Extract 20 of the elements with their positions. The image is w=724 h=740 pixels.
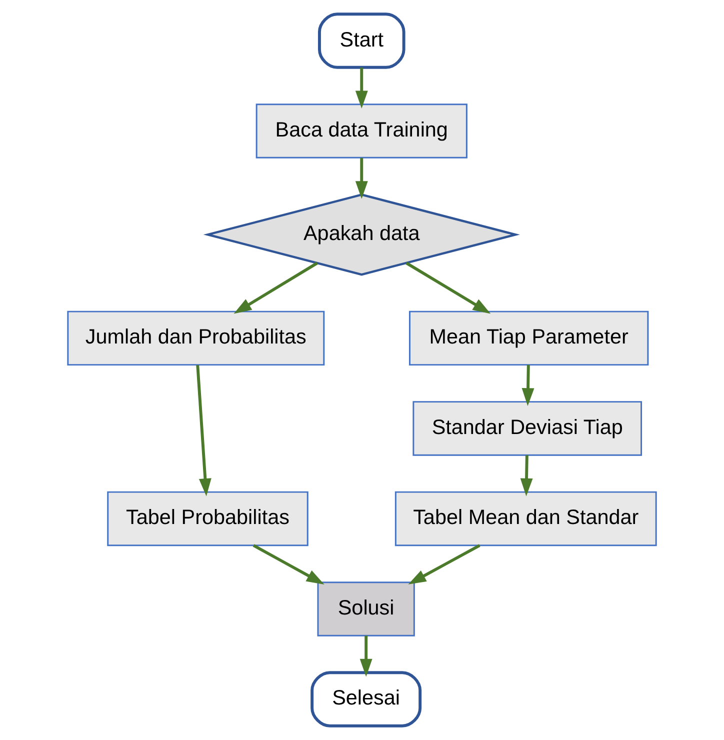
arrow xyxy=(360,636,372,677)
node-box: Tabel Mean dan Standar xyxy=(394,491,657,546)
arrow xyxy=(408,544,480,584)
node-box: Standar Deviasi Tiap xyxy=(412,401,642,456)
arrow xyxy=(196,365,212,496)
node-box: Start xyxy=(318,12,406,69)
node-box: Baca data Training xyxy=(256,104,468,158)
arrow xyxy=(522,364,534,406)
arrow xyxy=(234,262,318,314)
node-box: Tabel Probabilitas xyxy=(107,491,308,546)
node-box: Selesai xyxy=(310,671,422,728)
arrow xyxy=(355,68,368,109)
arrow xyxy=(520,455,533,496)
node-box: Mean Tiap Parameter xyxy=(408,310,649,366)
arrow xyxy=(252,544,324,584)
arrow xyxy=(355,158,368,199)
node-box: Solusi xyxy=(317,582,415,636)
node-box: Jumlah dan Probabilitas xyxy=(67,310,325,366)
arrow xyxy=(406,262,491,314)
node-diamond: Apakah data xyxy=(203,194,520,276)
